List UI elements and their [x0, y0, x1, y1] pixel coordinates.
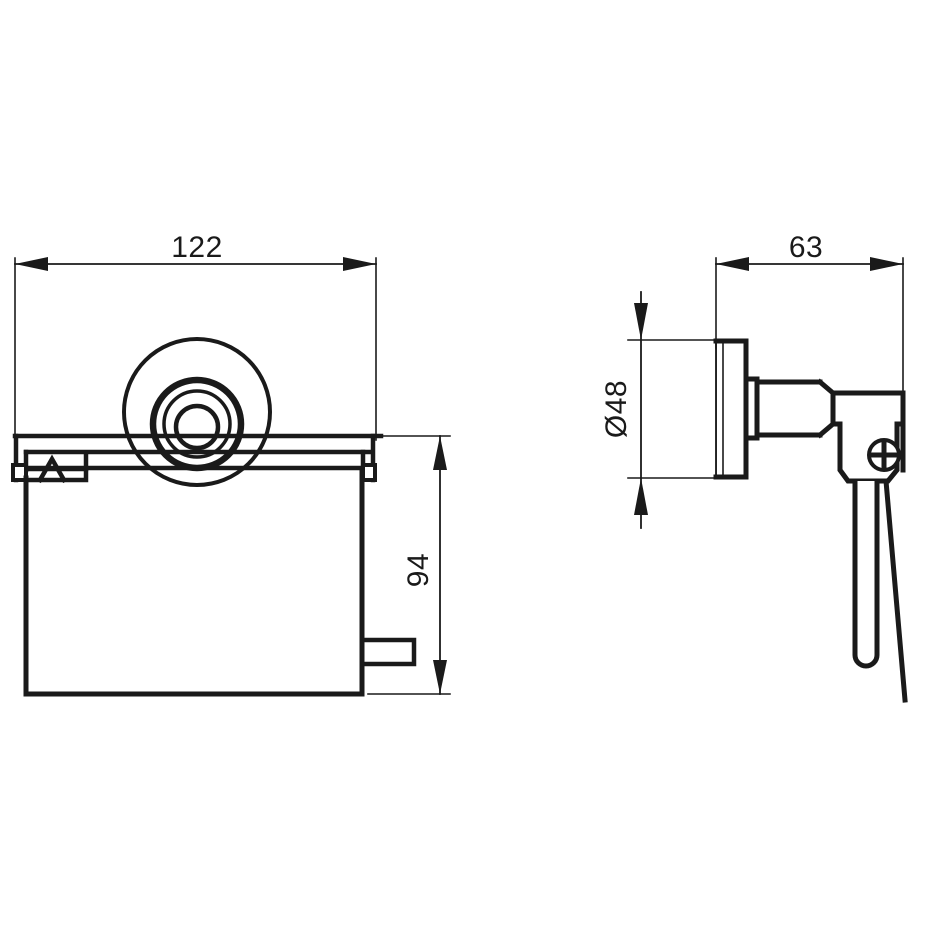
rosette-mid-circle — [149, 376, 245, 472]
collar-outline — [744, 376, 760, 441]
side-stem — [754, 378, 837, 439]
arrowhead-left-122 — [15, 257, 48, 271]
front-cover-top-bar — [12, 433, 384, 471]
side-diameter-dimension — [627, 291, 725, 529]
arrowhead-left-63 — [716, 257, 749, 271]
clip-left-notch-triangle — [36, 454, 68, 484]
rosette-hub-circle — [173, 403, 221, 451]
front-view-group — [11, 257, 451, 697]
front-height-dimension — [367, 435, 451, 695]
clip-right-foot — [361, 463, 377, 482]
dimension-label-depth: 63 — [789, 231, 823, 264]
front-width-dimension — [14, 257, 377, 271]
arrowhead-bottom-48 — [634, 478, 648, 515]
front-cover-body — [23, 467, 365, 697]
rosette-profile-outline — [713, 338, 749, 480]
roll-tab-outline — [359, 637, 417, 667]
arrowhead-top-94 — [433, 436, 447, 470]
dimension-label-width: 122 — [171, 231, 223, 264]
front-left-clip — [11, 433, 89, 484]
arrowhead-right-122 — [343, 257, 376, 271]
outer-edge-slanted — [883, 478, 908, 703]
side-wall-plate — [713, 338, 749, 480]
arrowhead-bottom-94 — [433, 660, 447, 694]
front-roll-tab — [359, 637, 417, 667]
side-outer-edge — [883, 421, 908, 703]
front-rosette-group — [122, 337, 272, 487]
side-bracket-head — [830, 390, 906, 484]
side-hanging-arm — [852, 478, 880, 669]
hanging-arm-outline — [852, 478, 880, 669]
dimension-label-diameter: Ø48 — [600, 380, 633, 438]
side-view-group — [627, 257, 908, 703]
side-depth-dimension — [715, 257, 904, 271]
screw-cross-icon — [869, 440, 899, 470]
side-collar — [744, 376, 760, 441]
rosette-outer-circle — [122, 337, 272, 487]
arrowhead-top-48 — [634, 303, 648, 340]
front-right-clip — [360, 433, 377, 483]
front-width-extension-lines — [14, 257, 377, 441]
arrowhead-right-63 — [870, 257, 903, 271]
clip-left-foot — [11, 463, 28, 482]
rosette-inner-ring — [162, 389, 232, 459]
clip-left-shelf — [25, 452, 89, 483]
dimension-label-height: 94 — [402, 553, 435, 587]
